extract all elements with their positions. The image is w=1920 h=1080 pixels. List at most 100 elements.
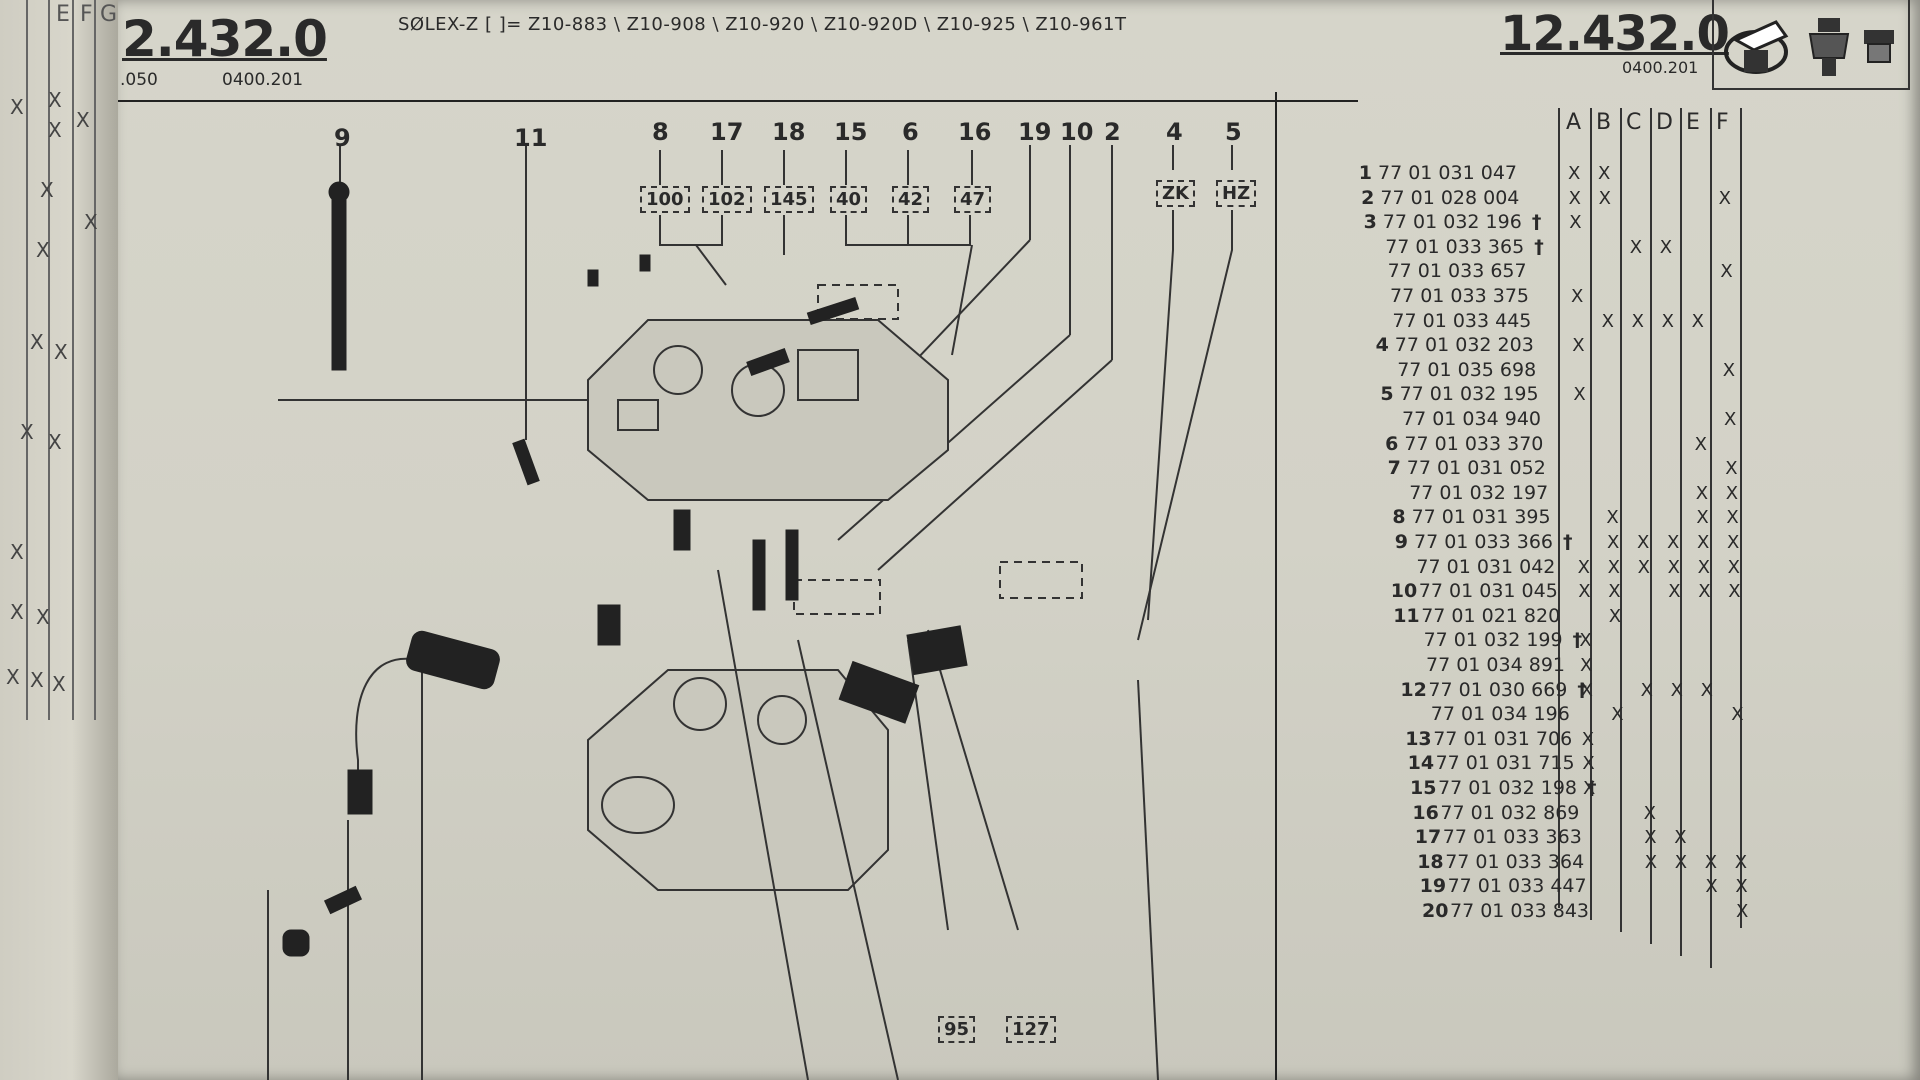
part-reference: 77 01 033 364 bbox=[1445, 850, 1585, 873]
table-row: 1677 01 032 869 bbox=[1412, 802, 1579, 824]
part-reference: 77 01 032 869 bbox=[1440, 801, 1580, 824]
applicability-mark: X bbox=[1637, 532, 1650, 553]
callout-19: 19 bbox=[1018, 118, 1052, 146]
table-row: 77 01 032 199† bbox=[1396, 629, 1583, 651]
table-col-head-b: B bbox=[1596, 110, 1612, 135]
applicability-mark: X bbox=[1725, 482, 1739, 504]
row-number: 10 bbox=[1390, 580, 1418, 603]
table-col-rule bbox=[1740, 108, 1742, 928]
part-reference: 77 01 033 843 bbox=[1450, 900, 1590, 922]
applicability-mark: X bbox=[1670, 679, 1683, 701]
applicability-mark: X bbox=[1568, 187, 1581, 209]
applicability-mark: X bbox=[1674, 827, 1687, 849]
table-row: 77 01 033 445 bbox=[1364, 310, 1531, 332]
row-number: 16 bbox=[1412, 801, 1439, 824]
applicability-mark: X bbox=[1691, 310, 1704, 332]
applicability-mark: X bbox=[1705, 876, 1718, 898]
part-reference: 77 01 028 004 bbox=[1380, 186, 1520, 209]
applicability-mark: X bbox=[1607, 556, 1620, 578]
applicability-mark: X bbox=[1598, 163, 1611, 184]
part-reference: 77 01 034 196 bbox=[1430, 703, 1570, 726]
table-col-rule bbox=[1650, 108, 1652, 944]
dagger-mark: † bbox=[1572, 629, 1583, 652]
box-label-127: 127 bbox=[1006, 1016, 1056, 1043]
table-row: 77 01 033 657 bbox=[1360, 260, 1527, 282]
part-reference: 77 01 031 042 bbox=[1416, 555, 1556, 578]
applicability-mark: X bbox=[1644, 851, 1658, 873]
box-label-102: 102 bbox=[702, 186, 752, 213]
box-label-100: 100 bbox=[640, 186, 690, 213]
row-number: 6 bbox=[1385, 432, 1399, 455]
callout-2: 2 bbox=[1104, 118, 1121, 146]
box-label-42: 42 bbox=[892, 186, 930, 213]
left-col-head: F bbox=[80, 2, 93, 27]
table-row: 77 01 034 891 bbox=[1398, 654, 1565, 676]
part-reference: 77 01 033 365 bbox=[1385, 235, 1525, 258]
row-number: 17 bbox=[1414, 826, 1442, 849]
table-row: 2077 01 033 843 bbox=[1422, 900, 1589, 922]
applicability-mark: X bbox=[1637, 556, 1650, 578]
applicability-mark: X bbox=[1659, 236, 1673, 258]
part-reference: 77 01 033 445 bbox=[1392, 309, 1532, 332]
page-code-left: 2.432.0 bbox=[122, 10, 328, 68]
table-col-head-e: E bbox=[1686, 110, 1700, 135]
applicability-mark: X bbox=[1571, 286, 1584, 307]
row-number: 5 bbox=[1380, 383, 1394, 406]
row-number: 20 bbox=[1422, 900, 1449, 922]
part-reference: 77 01 035 698 bbox=[1397, 358, 1537, 381]
table-col-head-c: C bbox=[1626, 110, 1642, 135]
applicability-mark: X bbox=[1734, 851, 1748, 873]
row-number: 14 bbox=[1407, 752, 1435, 775]
applicability-mark: X bbox=[1731, 704, 1744, 726]
applicability-mark: X bbox=[1725, 458, 1738, 480]
applicability-mark: X bbox=[1607, 532, 1620, 553]
table-col-rule bbox=[1680, 108, 1682, 956]
applicability-mark: X bbox=[1629, 236, 1643, 258]
applicability-mark: X bbox=[1668, 581, 1681, 603]
dagger-mark: † bbox=[1563, 531, 1573, 553]
applicability-mark: X bbox=[1727, 532, 1740, 553]
row-number: 9 bbox=[1394, 531, 1408, 553]
part-reference: 77 01 031 715 bbox=[1435, 752, 1575, 775]
applicability-mark: X bbox=[1582, 753, 1595, 775]
table-col-head-d: D bbox=[1656, 110, 1673, 135]
applicability-mark: X bbox=[1718, 187, 1731, 209]
part-reference: 77 01 033 363 bbox=[1442, 826, 1582, 849]
dagger-mark: † bbox=[1534, 235, 1544, 258]
callout-8: 8 bbox=[652, 118, 669, 146]
left-col-head: G bbox=[100, 2, 118, 27]
row-number: 18 bbox=[1417, 850, 1444, 873]
catalog-page bbox=[118, 0, 1920, 1080]
applicability-mark: X bbox=[1568, 163, 1581, 184]
callout-4: 4 bbox=[1166, 118, 1183, 146]
applicability-mark: X bbox=[1720, 261, 1733, 283]
row-number: 8 bbox=[1392, 506, 1406, 529]
callout-10: 10 bbox=[1060, 118, 1094, 146]
applicability-mark: X bbox=[1583, 778, 1596, 799]
applicability-mark: X bbox=[1640, 679, 1653, 701]
applicability-mark: X bbox=[1697, 532, 1710, 553]
table-col-rule bbox=[1590, 108, 1592, 920]
table-col-head-f: F bbox=[1716, 110, 1729, 135]
page-subcode-right: 0400.201 bbox=[1622, 58, 1699, 77]
dagger-mark: † bbox=[1587, 777, 1597, 799]
table-row: 1177 01 021 820 bbox=[1393, 605, 1560, 627]
part-icons-box bbox=[1712, 0, 1910, 90]
row-number: 7 bbox=[1387, 457, 1401, 480]
applicability-mark: X bbox=[1674, 851, 1688, 873]
applicability-mark: X bbox=[1631, 310, 1644, 332]
page-subcode-left: .050 bbox=[120, 70, 158, 90]
row-number: 2 bbox=[1361, 186, 1375, 209]
table-row: 1577 01 032 198† bbox=[1410, 777, 1597, 799]
applicability-mark: X bbox=[1661, 310, 1674, 332]
applicability-mark: X bbox=[1581, 728, 1595, 750]
box-label-47: 47 bbox=[954, 186, 992, 213]
applicability-mark: X bbox=[1577, 556, 1590, 578]
box-label-hz: HZ bbox=[1216, 180, 1257, 207]
table-row: 77 01 035 698 bbox=[1369, 359, 1536, 381]
callout-11: 11 bbox=[514, 124, 548, 152]
applicability-mark: X bbox=[1697, 556, 1710, 578]
